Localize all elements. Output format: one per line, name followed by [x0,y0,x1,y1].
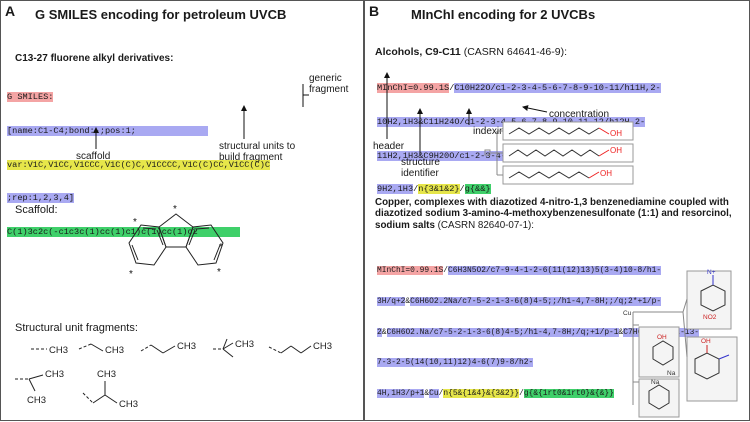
na-label-1: Na [667,370,676,377]
ch3-label-3: CH3 [177,341,196,352]
label-concentration: concentration [549,109,610,120]
copper-line-2b: C6H6O2.2Na/c7-5-2-1-3-6(8)4-5;;/h1-4,7-8… [410,297,662,307]
ch3-label-2: CH3 [105,345,124,356]
label-indexing: indexing [473,126,511,137]
gsmiles-generic-line-2: var:V1C,V1CC,V1CCC,V1C(C)C,V1CCCC,V1C(C)… [7,159,271,170]
svg-text:*: * [217,267,221,278]
copper-casrn: (CASRN 82640-07-1): [437,219,535,231]
na-label-2: Na [651,379,660,386]
generic-fragment-bracket [302,84,309,107]
alcohols-line-1: C10H22O/c1-2-3-4-5-6-7-8-9-10-11/h11H,2- [454,83,661,94]
panel-a-letter: A [5,3,16,19]
nitro-component-box [686,270,732,330]
oh-label-copper: OH [657,334,667,341]
ch3-label-5: CH3 [313,341,332,352]
alcohols-concentration-code: g{&&} [464,184,491,195]
copper-line-3b: C6H6O2.Na/c7-5-2-1-3-6(8)4-5;/h1-4,7-8H;… [386,327,619,337]
sulfonate-oh-label: OH [701,338,711,345]
panel-b-letter: B [369,3,380,19]
panel-a: A G SMILES encoding for petroleum UVCB C… [0,0,364,421]
cu-atom-label: Cu [623,310,632,317]
label-generic-fragment: generic fragment [309,73,349,95]
copper-line-1: C6H3N5O2/c7-9-4-1-2-6(11(12)13)5(3-4)10-… [448,266,662,276]
ch3-label-9: CH3 [119,399,138,410]
copper-cu-code: Cu [429,388,439,398]
gsmiles-generic-line-1: [name:C1-C4;bond:-;pos:1; [7,126,208,137]
alcohols-line-3: 11H2,1H3&C9H20O/c1-2-3-4-5-6-7-8-9-10/h1… [377,150,610,161]
resorcinol-box-1 [638,326,680,378]
copper-line-4: 7-3-2-5(14(10,11)12)4-6(7)9-8/h2- [377,358,534,368]
svg-text:*: * [173,204,177,215]
alcohols-indexing-code: n{3&1&2} [418,184,460,195]
ch3-label-6: CH3 [45,369,64,380]
label-scaffold: scaffold [76,151,111,162]
alcohol-chain-c11 [508,149,600,157]
structural-unit-fragments: CH3 CH3 CH3 CH3 CH3 CH3 CH3 CH3 CH3 [15,338,332,410]
gsmiles-header: G SMILES: [7,92,54,103]
copper-concentration-code: g{&{1rt0&1rt0}&{&}} [523,388,614,398]
alcohol-box-c9 [502,165,634,185]
copper-line-3a: 2 [377,327,382,337]
label-header: header [373,141,405,152]
alcohols-line-4: 9H2,1H3 [377,184,414,195]
panel-b-title: MInChI encoding for 2 UVCBs [411,7,596,22]
gsmiles-generic-line-3: ;rep:1,2,3,4] [7,193,75,204]
gsmiles-scaffold-code: C(1)3c2c(-c1c3c(1)cc(1)c1)c(1)cc(1)c2 [7,226,240,237]
alcohols-casrn: (CASRN 64641-46-9): [463,46,567,58]
label-structural-units: structural units to build fragment [219,141,296,163]
copper-heading: Copper, complexes with diazotized 4-nitr… [375,197,747,231]
no2-label: NO2 [703,314,717,321]
copper-line-2a: 3H/q+2 [377,297,406,307]
gsmiles-code-block: G SMILES: [name:C1-C4;bond:-;pos:1; var:… [7,70,271,260]
copper-name: Copper, complexes with diazotized 4-nitr… [375,197,732,231]
ch3-label-8: CH3 [97,369,116,380]
panel-b-annotation-arrows [384,72,548,155]
panel-a-subtitle: C13-27 fluorene alkyl derivatives: [15,53,174,64]
ch3-label-1: CH3 [49,345,68,356]
copper-indexing-code: n{5&{1&4}&{3&2}} [443,388,520,398]
ch3-label-4: CH3 [235,339,254,350]
n-plus-label: N+ [707,269,716,276]
alcohol-chain-c10 [508,127,600,135]
copper-line-5: 4H,1H3/p+1 [377,388,425,398]
fragments-heading: Structural unit fragments: [15,322,138,334]
oh-label-c10: OH [610,129,622,138]
alcohols-header-code: MInChI=0.99.1S [377,83,450,94]
ch3-label-7: CH3 [27,395,46,406]
svg-text:*: * [133,217,137,228]
panel-a-annotation-arrows [93,84,309,149]
alcohol-chain-c9 [508,171,590,179]
scaffold-heading: Scaffold: [15,204,58,216]
panel-b: B MInChI encoding for 2 UVCBs Alcohols, … [364,0,750,421]
panel-a-title: G SMILES encoding for petroleum UVCB [35,7,287,22]
copper-header-code: MInChI=0.99.1S [377,266,444,276]
label-structure-identifier: structure identifier [401,157,440,179]
svg-text:*: * [219,242,223,253]
oh-label-c11: OH [610,146,622,155]
fluorene-scaffold-structure: * * * * * [128,204,224,280]
alcohols-name: Alcohols, C9-C11 [375,46,461,58]
alcohol-structures: OH OH OH [484,121,634,185]
alcohols-heading: Alcohols, C9-C11 (CASRN 64641-46-9): [375,46,567,58]
concentration-arrow [522,105,548,113]
copper-complex-structures: Cu N+ NO2 OH Na Na OH [623,269,738,418]
svg-text:*: * [129,269,133,280]
oh-label-c9: OH [600,169,612,178]
